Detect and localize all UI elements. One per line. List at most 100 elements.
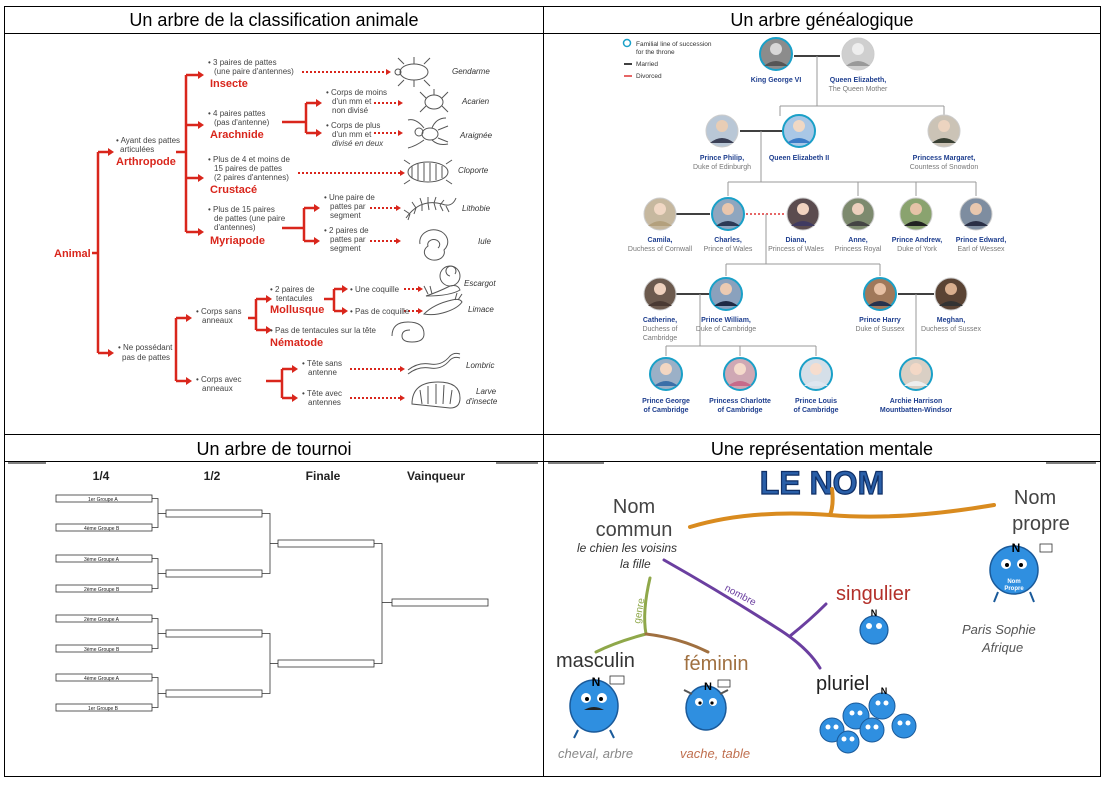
team-qf-8: 1er Groupe B (88, 706, 119, 712)
label-nom-commun-1: Nom (613, 496, 655, 518)
class-crustace-text-3: (2 paires d'antennes) (214, 173, 289, 182)
portrait-william (709, 277, 743, 311)
class-insecte-text-2: (une paire d'antennes) (214, 67, 294, 76)
class-sansanneaux-text-2: anneaux (202, 316, 233, 325)
label-feminin: féminin (684, 653, 748, 675)
name-edward: Prince Edward, (956, 237, 1007, 244)
acarien-illustration (419, 89, 449, 113)
class-iule-text-3: segment (330, 244, 361, 253)
branch-green-masculin (594, 632, 648, 654)
title-diana: Princess of Wales (768, 246, 824, 253)
portrait-margaret (927, 114, 961, 148)
label-masc-examples: cheval, arbre (558, 746, 633, 761)
name-andrew: Prince Andrew, (892, 237, 942, 244)
class-larve-text-1: • Tête avec (302, 389, 342, 398)
name-meghan: Meghan, (937, 317, 965, 324)
team-qf-3: 3ème Groupe A (84, 557, 120, 563)
class-larve-label-2: d'insecte (466, 397, 498, 406)
title-edward: Earl of Wessex (958, 246, 1005, 253)
gendarme-bug-illustration (394, 57, 431, 87)
label-pluriel: pluriel (816, 673, 869, 695)
title-philip: Duke of Edinburgh (693, 164, 751, 171)
class-nematode-name: Nématode (270, 337, 323, 349)
monster-singulier: N (859, 608, 889, 645)
class-acarien-text-1: • Corps de moins (326, 88, 387, 97)
class-acarien-label: Acarien (461, 97, 490, 106)
title-elizabeth-qm: The Queen Mother (829, 86, 888, 93)
class-arthropode-text-1: • Ayant des pattes (116, 136, 180, 145)
class-avecanneaux-text-2: anneaux (202, 384, 233, 393)
classification-dotted-arrows (298, 71, 418, 399)
escargot-illustration (423, 265, 461, 297)
name-anne: Anne, (848, 237, 868, 244)
class-escargot-label: Escargot (464, 279, 496, 288)
tournament-bracket: 1/4 1/2 Finale Vainqueur (8, 462, 538, 712)
class-gendarme-label: Gendarme (452, 67, 490, 76)
title-anne: Princess Royal (835, 246, 882, 253)
monster-pluriel-group: N (819, 686, 917, 754)
label-singulier: singulier (836, 583, 911, 605)
bracket-team-labels: 1er Groupe A 4ème Groupe B 3ème Groupe A… (84, 497, 120, 712)
round-label-semi: 1/2 (204, 469, 221, 483)
class-lithobie-text-1: • Une paire de (324, 193, 375, 202)
name-charlotte: Princess Charlotte (709, 398, 771, 405)
monster-masculin: N (569, 675, 625, 739)
name-louis-2: of Cambridge (793, 407, 838, 414)
larve-illustration (411, 381, 461, 409)
class-larve-text-2: antennes (308, 398, 341, 407)
name-diana: Diana, (785, 237, 806, 244)
slot-sf-3 (165, 629, 263, 638)
classification-dotted-arrowheads (386, 69, 423, 401)
header-mindmap: Une représentation mentale (711, 439, 933, 459)
class-araignee-text-3: divisé en deux (332, 139, 384, 148)
name-camila: Camila, (648, 237, 673, 244)
name-george-2: of Cambridge (643, 407, 688, 414)
label-propre-examples-2: Afrique (981, 640, 1023, 655)
class-escargot-text: • Une coquille (350, 285, 400, 294)
name-catherine: Catherine, (643, 317, 677, 324)
class-crustace-text-1: • Plus de 4 et moins de (208, 155, 291, 164)
monster-feminin-badge: N (704, 681, 712, 693)
class-arthropode-name: Arthropode (116, 156, 176, 168)
class-iule-text-1: • 2 paires de (324, 226, 369, 235)
branch-orange-stem (828, 487, 835, 517)
class-myriapode-text-3: d'antennes) (214, 223, 256, 232)
portrait-charlotte (723, 357, 757, 391)
team-qf-7: 4ème Groupe A (84, 676, 120, 682)
title-charles: Prince of Wales (704, 246, 753, 253)
class-avecanneaux-text-1: • Corps avec (196, 375, 241, 384)
legend-succession-text-2: for the throne (636, 49, 675, 56)
label-nom-propre-2: propre (1012, 513, 1070, 535)
title-harry: Duke of Sussex (855, 326, 905, 333)
class-mollusque-text-2: tentacules (276, 294, 312, 303)
class-lombric-text-1: • Tête sans (302, 359, 342, 368)
class-arachnide-text-1: • 4 paires pattes (208, 109, 266, 118)
name-william: Prince William, (701, 317, 751, 324)
title-camila: Duchess of Cornwall (628, 246, 693, 253)
table-grid (4, 6, 1101, 777)
bracket-boxes (55, 494, 489, 712)
class-sansanneaux-text-1: • Corps sans (196, 307, 241, 316)
name-philip: Prince Philip, (700, 155, 744, 162)
genealogy-portraits (643, 37, 993, 391)
class-nopattes-text-1: • Ne possédant (118, 343, 173, 352)
genealogy-legend: Familial line of succession for the thro… (622, 38, 712, 80)
slot-final-1 (277, 539, 375, 548)
portrait-elizabeth2 (782, 114, 816, 148)
branch-brown-feminin (644, 632, 710, 654)
label-fem-examples: vache, table (680, 746, 750, 761)
monster-masculin-badge: N (592, 675, 601, 689)
name-margaret: Princess Margaret, (913, 155, 976, 162)
label-commun-examples-2: la fille (620, 557, 651, 571)
portrait-harry (863, 277, 897, 311)
class-acarien-text-3: non divisé (332, 106, 369, 115)
class-insecte-name: Insecte (210, 78, 248, 90)
team-qf-5: 2ème Groupe A (84, 617, 120, 623)
portrait-catherine (643, 277, 677, 311)
lithobie-illustration (403, 196, 457, 221)
name-george6: King George VI (751, 77, 802, 84)
team-qf-6: 3ème Groupe B (84, 647, 120, 653)
portrait-edward (959, 197, 993, 231)
monster-propre-badge: N (1012, 541, 1021, 555)
monster-feminin: N (683, 679, 731, 731)
